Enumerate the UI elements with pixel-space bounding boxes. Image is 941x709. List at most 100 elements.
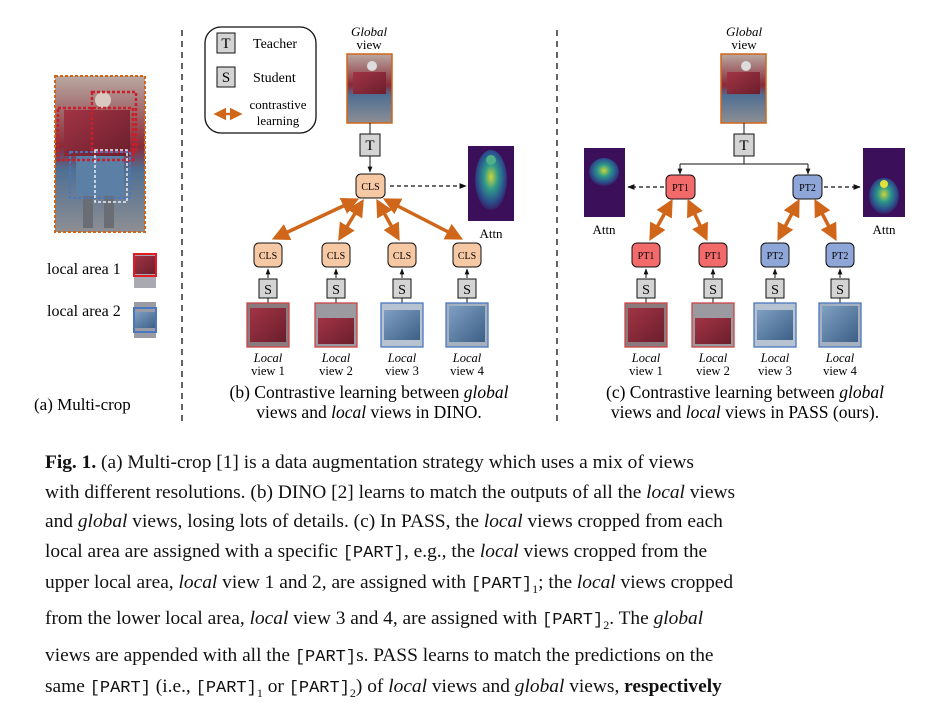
- panel_c-pt-box-2: [698, 242, 728, 268]
- caption-text: views, losing lots of details. (c) In PA…: [127, 511, 484, 532]
- panel_c-local-word-2: Local: [698, 351, 728, 365]
- caption-line-5: upper local area, local view 1 and 2, ar…: [45, 568, 920, 604]
- panel_b-cls-text-4: CLS: [458, 251, 476, 262]
- local-area-1-thumb: [133, 253, 157, 288]
- panel_b-local-image-detail-3: [384, 310, 420, 340]
- panel_c-pt-text-1: PT1: [638, 251, 655, 262]
- caption-text: s. PASS learns to match the predictions …: [356, 644, 714, 666]
- panel-c-attn-left: Attn: [592, 222, 616, 237]
- fig-label: Fig. 1.: [45, 452, 97, 473]
- local-area-2-label: local area 2: [47, 303, 121, 320]
- panel-c: Global view T PT1 PT2 Attn Attn: [584, 24, 905, 422]
- legend-box: T Teacher S Student contrastive learning: [204, 26, 317, 134]
- panel-c-view-word: view: [731, 37, 757, 52]
- caption-text: and: [45, 511, 78, 532]
- teacher-symbol: T: [221, 36, 230, 52]
- panel_c-pt-box-1: [631, 242, 661, 268]
- caption-code: [PART]: [470, 575, 533, 594]
- panel_c-pt-text-2: PT1: [705, 251, 722, 262]
- panel-b-contrastive-arrows: [271, 198, 464, 242]
- caption-text: views,: [564, 676, 625, 698]
- panel_b-cls-box-2: [321, 242, 351, 268]
- panel-b-global-word: Global: [351, 24, 388, 39]
- panel_c-local-word-3: Local: [760, 351, 790, 365]
- caption-text: views are appended with all the: [45, 644, 295, 666]
- panel_b-cls-box-4: [452, 242, 482, 268]
- panel_c-student-text-3: S: [771, 283, 779, 298]
- local-area-1-label: local area 1: [47, 261, 121, 278]
- panel_c-local-image-frame-2: [691, 302, 735, 348]
- student-label: Student: [253, 71, 296, 86]
- panel_c-local-image-detail-2: [695, 318, 731, 344]
- caption-subscript: 1: [532, 581, 539, 596]
- caption-text: views: [684, 481, 736, 503]
- panel_b-local-image-frame-3: [380, 302, 424, 348]
- panel_c-view-label-4: view 4: [823, 364, 857, 378]
- contrastive-label-line2: learning: [257, 113, 300, 128]
- caption-line-8: same [PART] (i.e., [PART]1 or [PART]2) o…: [45, 672, 920, 708]
- caption-code: [PART]: [89, 679, 151, 699]
- panel-c-caption-line1: (c) Contrastive learning between global: [606, 382, 884, 402]
- panel_b-cls-text-2: CLS: [327, 251, 345, 262]
- caption-text: . The: [609, 608, 654, 630]
- panel-c-caption-line2: views and local views in PASS (ours).: [611, 402, 879, 422]
- panel_c-local-image-frame-3: [753, 302, 797, 348]
- caption-line-7: views are appended with all the [PART]s.…: [45, 641, 920, 673]
- panel_b-local-image-frame-2: [314, 302, 358, 348]
- local-area-2-thumb: [133, 302, 157, 338]
- caption-text: global: [653, 608, 704, 630]
- panel_c-pt-text-3: PT2: [767, 251, 784, 262]
- caption-text: views cropped from each: [522, 511, 723, 532]
- panel_c-view-label-3: view 3: [758, 364, 792, 378]
- caption-text: local: [483, 511, 523, 532]
- caption-text: local: [576, 572, 616, 593]
- panel_c-student-text-1: S: [642, 283, 650, 298]
- caption-code: [PART]: [288, 679, 350, 699]
- panel-b-caption-line1: (b) Contrastive learning between global: [230, 382, 509, 402]
- panel-c-attention-map-upper: [584, 148, 625, 217]
- caption-text: ; the: [538, 572, 577, 593]
- caption-text: local area are assigned with a specific: [45, 540, 343, 562]
- caption-line-4: local area are assigned with a specific …: [45, 537, 920, 569]
- caption-code: [PART]: [542, 611, 604, 631]
- panel-b-caption-line2: views and local views in DINO.: [256, 402, 482, 422]
- panel_b-local-word-3: Local: [387, 351, 417, 365]
- caption-line-3: and global views, losing lots of details…: [45, 507, 920, 537]
- caption-code: [PART]: [195, 679, 257, 699]
- teacher-label: Teacher: [253, 37, 297, 52]
- panel-c-pt2-top: [792, 174, 823, 200]
- caption-text: global: [77, 511, 128, 532]
- caption-text: with different resolutions. (b) DINO [2]…: [45, 481, 647, 503]
- panel-b-cls-top: [355, 173, 386, 199]
- student-symbol: S: [222, 70, 230, 86]
- panel_b-local-word-1: Local: [253, 351, 283, 365]
- c-split-lines: [680, 156, 808, 165]
- caption-text: ) of: [355, 676, 389, 698]
- panel-c-global-word: Global: [726, 24, 763, 39]
- caption-text: or: [262, 676, 289, 698]
- caption-text: views cropped: [615, 572, 734, 593]
- panel_b-local-image-frame-4: [445, 302, 489, 348]
- caption-text: respectively: [624, 676, 722, 698]
- panel_c-local-image-detail-1: [628, 308, 664, 342]
- figure-1: local area 1 local area 2 (a) Multi-crop…: [34, 24, 905, 425]
- panel_b-student-text-4: S: [463, 283, 471, 298]
- caption-text: local: [646, 481, 685, 503]
- caption-text: from the lower local area,: [45, 608, 250, 630]
- panel_c-local-image-frame-1: [624, 302, 668, 348]
- multi-crop-person-image: [54, 75, 146, 233]
- panel-c-attention-map-lower: [863, 148, 905, 217]
- panel_b-local-image-detail-1: [250, 308, 286, 342]
- panel_b-cls-box-3: [387, 242, 417, 268]
- panel-c-pt2-top-text: PT2: [799, 183, 816, 194]
- caption-text: views and: [427, 676, 515, 698]
- panel_c-pt-box-3: [760, 242, 790, 268]
- caption-text: , e.g., the: [403, 540, 480, 562]
- panel_b-local-image-frame-1: [246, 302, 290, 348]
- panel-b-attention-map: [468, 146, 514, 221]
- caption-text: local: [388, 676, 428, 698]
- caption-text: local: [178, 572, 218, 593]
- caption-text: views cropped from the: [518, 540, 708, 562]
- panel_c-local-word-1: Local: [631, 351, 661, 365]
